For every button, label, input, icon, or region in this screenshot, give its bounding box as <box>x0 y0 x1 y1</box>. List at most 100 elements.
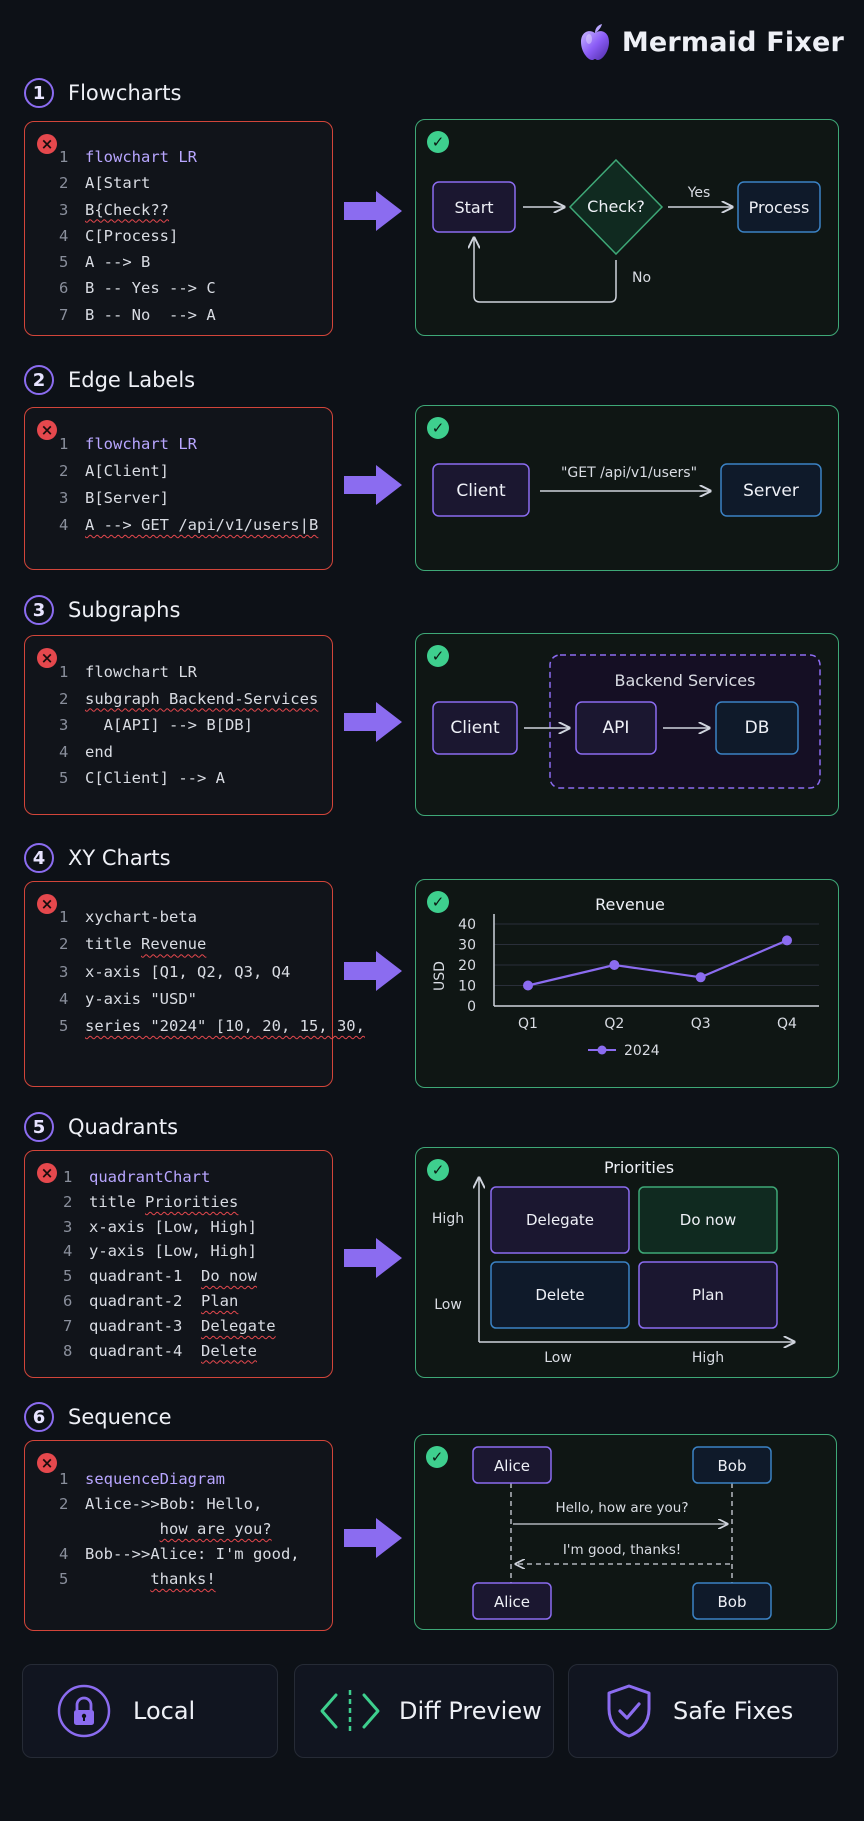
legend-swatch-dot <box>597 1045 607 1055</box>
node-server-label: Server <box>743 481 799 501</box>
transform-arrow-icon <box>344 951 402 991</box>
node-server <box>720 463 822 517</box>
y-axis-label: USD <box>432 961 448 991</box>
section-heading-subgraphs: 3 Subgraphs <box>24 592 180 628</box>
error-x-icon: × <box>37 134 57 154</box>
error-x-icon: × <box>37 1163 57 1183</box>
success-check-icon: ✓ <box>427 891 449 913</box>
sequence-diagram: Alice Bob Hello, how are you? I'm good, … <box>472 1446 772 1620</box>
feature-label-local: Local <box>133 1697 196 1725</box>
x-tick-label: Q3 <box>691 1016 711 1032</box>
quadrant-plan <box>638 1261 778 1329</box>
data-point <box>609 960 620 970</box>
transform-arrow-icon <box>344 1238 402 1278</box>
diff-code-icon <box>320 1690 380 1732</box>
node-check <box>568 158 664 256</box>
success-check-icon: ✓ <box>427 1159 449 1181</box>
subgraph-diagram: Backend Services Client API DB <box>432 654 821 789</box>
quadrant-do-now-label: Do now <box>680 1211 736 1229</box>
section-title: Edge Labels <box>68 368 196 392</box>
series-line <box>527 939 788 987</box>
data-point <box>782 935 792 946</box>
x-tick-label: Q1 <box>518 1016 538 1032</box>
x-tick-label: Q4 <box>777 1016 797 1032</box>
code-line: 3 A[API] --> B[DB] <box>59 716 253 735</box>
code-line: how are you? <box>159 1520 272 1538</box>
node-db-label: DB <box>745 718 770 738</box>
edge-label-get-users: "GET /api/v1/users" <box>561 465 697 481</box>
quadrant-delegate-label: Delegate <box>526 1211 594 1229</box>
fixed-diagram-panel-subgraphs: ✓ Backend Services Client API DB <box>415 633 839 816</box>
quadrant-delete-label: Delete <box>535 1286 584 1304</box>
shield-check-icon <box>607 1684 651 1738</box>
quadrant-chart: Priorities High Low Low High Delegate Do… <box>432 1158 840 1366</box>
data-point <box>695 972 706 983</box>
y-tick-label: 30 <box>458 938 476 954</box>
quadrant-delegate <box>490 1186 630 1254</box>
participant-alice-label: Alice <box>494 1593 530 1611</box>
y-tick-label: 20 <box>458 958 476 974</box>
message-reply-label: I'm good, thanks! <box>563 1542 681 1558</box>
node-start-label: Start <box>454 198 493 217</box>
section-heading-sequence: 6 Sequence <box>24 1399 172 1435</box>
node-api-label: API <box>603 718 630 738</box>
edge-label-yes: Yes <box>687 185 711 201</box>
fixed-diagram-panel-sequence: ✓ Alice Bob Hello, how are you? I'm good… <box>414 1434 837 1630</box>
participant-bob-label: Bob <box>718 1457 747 1475</box>
section-heading-quadrants: 5 Quadrants <box>24 1109 178 1145</box>
section-number-badge: 4 <box>24 843 54 873</box>
chart-title: Revenue <box>595 895 665 914</box>
section-title: Sequence <box>68 1405 172 1429</box>
quadrant-title: Priorities <box>604 1158 674 1177</box>
participant-bob-bottom <box>692 1582 772 1620</box>
node-api <box>575 701 657 755</box>
section-number-badge: 1 <box>24 78 54 108</box>
transform-arrow-icon <box>344 191 402 231</box>
section-title: XY Charts <box>68 846 171 870</box>
edge-label-no: No <box>632 270 651 286</box>
section-title: Quadrants <box>68 1115 179 1139</box>
app-title: Mermaid Fixer <box>621 26 844 58</box>
x-label-low: Low <box>544 1350 572 1366</box>
section-number-badge: 6 <box>24 1402 54 1432</box>
section-number-badge: 2 <box>24 365 54 395</box>
feature-card-local: Local <box>22 1664 278 1758</box>
feature-label-safe-fixes: Safe Fixes <box>673 1697 794 1725</box>
code-line: 5 thanks! <box>59 1570 216 1588</box>
success-check-icon: ✓ <box>427 645 449 667</box>
node-db <box>715 701 799 755</box>
legend-label: 2024 <box>624 1043 660 1059</box>
section-heading-flowcharts: 1 Flowcharts <box>24 75 181 111</box>
data-point <box>523 980 533 991</box>
transform-arrow-icon <box>344 465 402 505</box>
brand: Mermaid Fixer <box>578 18 844 66</box>
participant-bob-label: Bob <box>718 1593 747 1611</box>
message-hello-label: Hello, how are you? <box>555 1500 688 1516</box>
